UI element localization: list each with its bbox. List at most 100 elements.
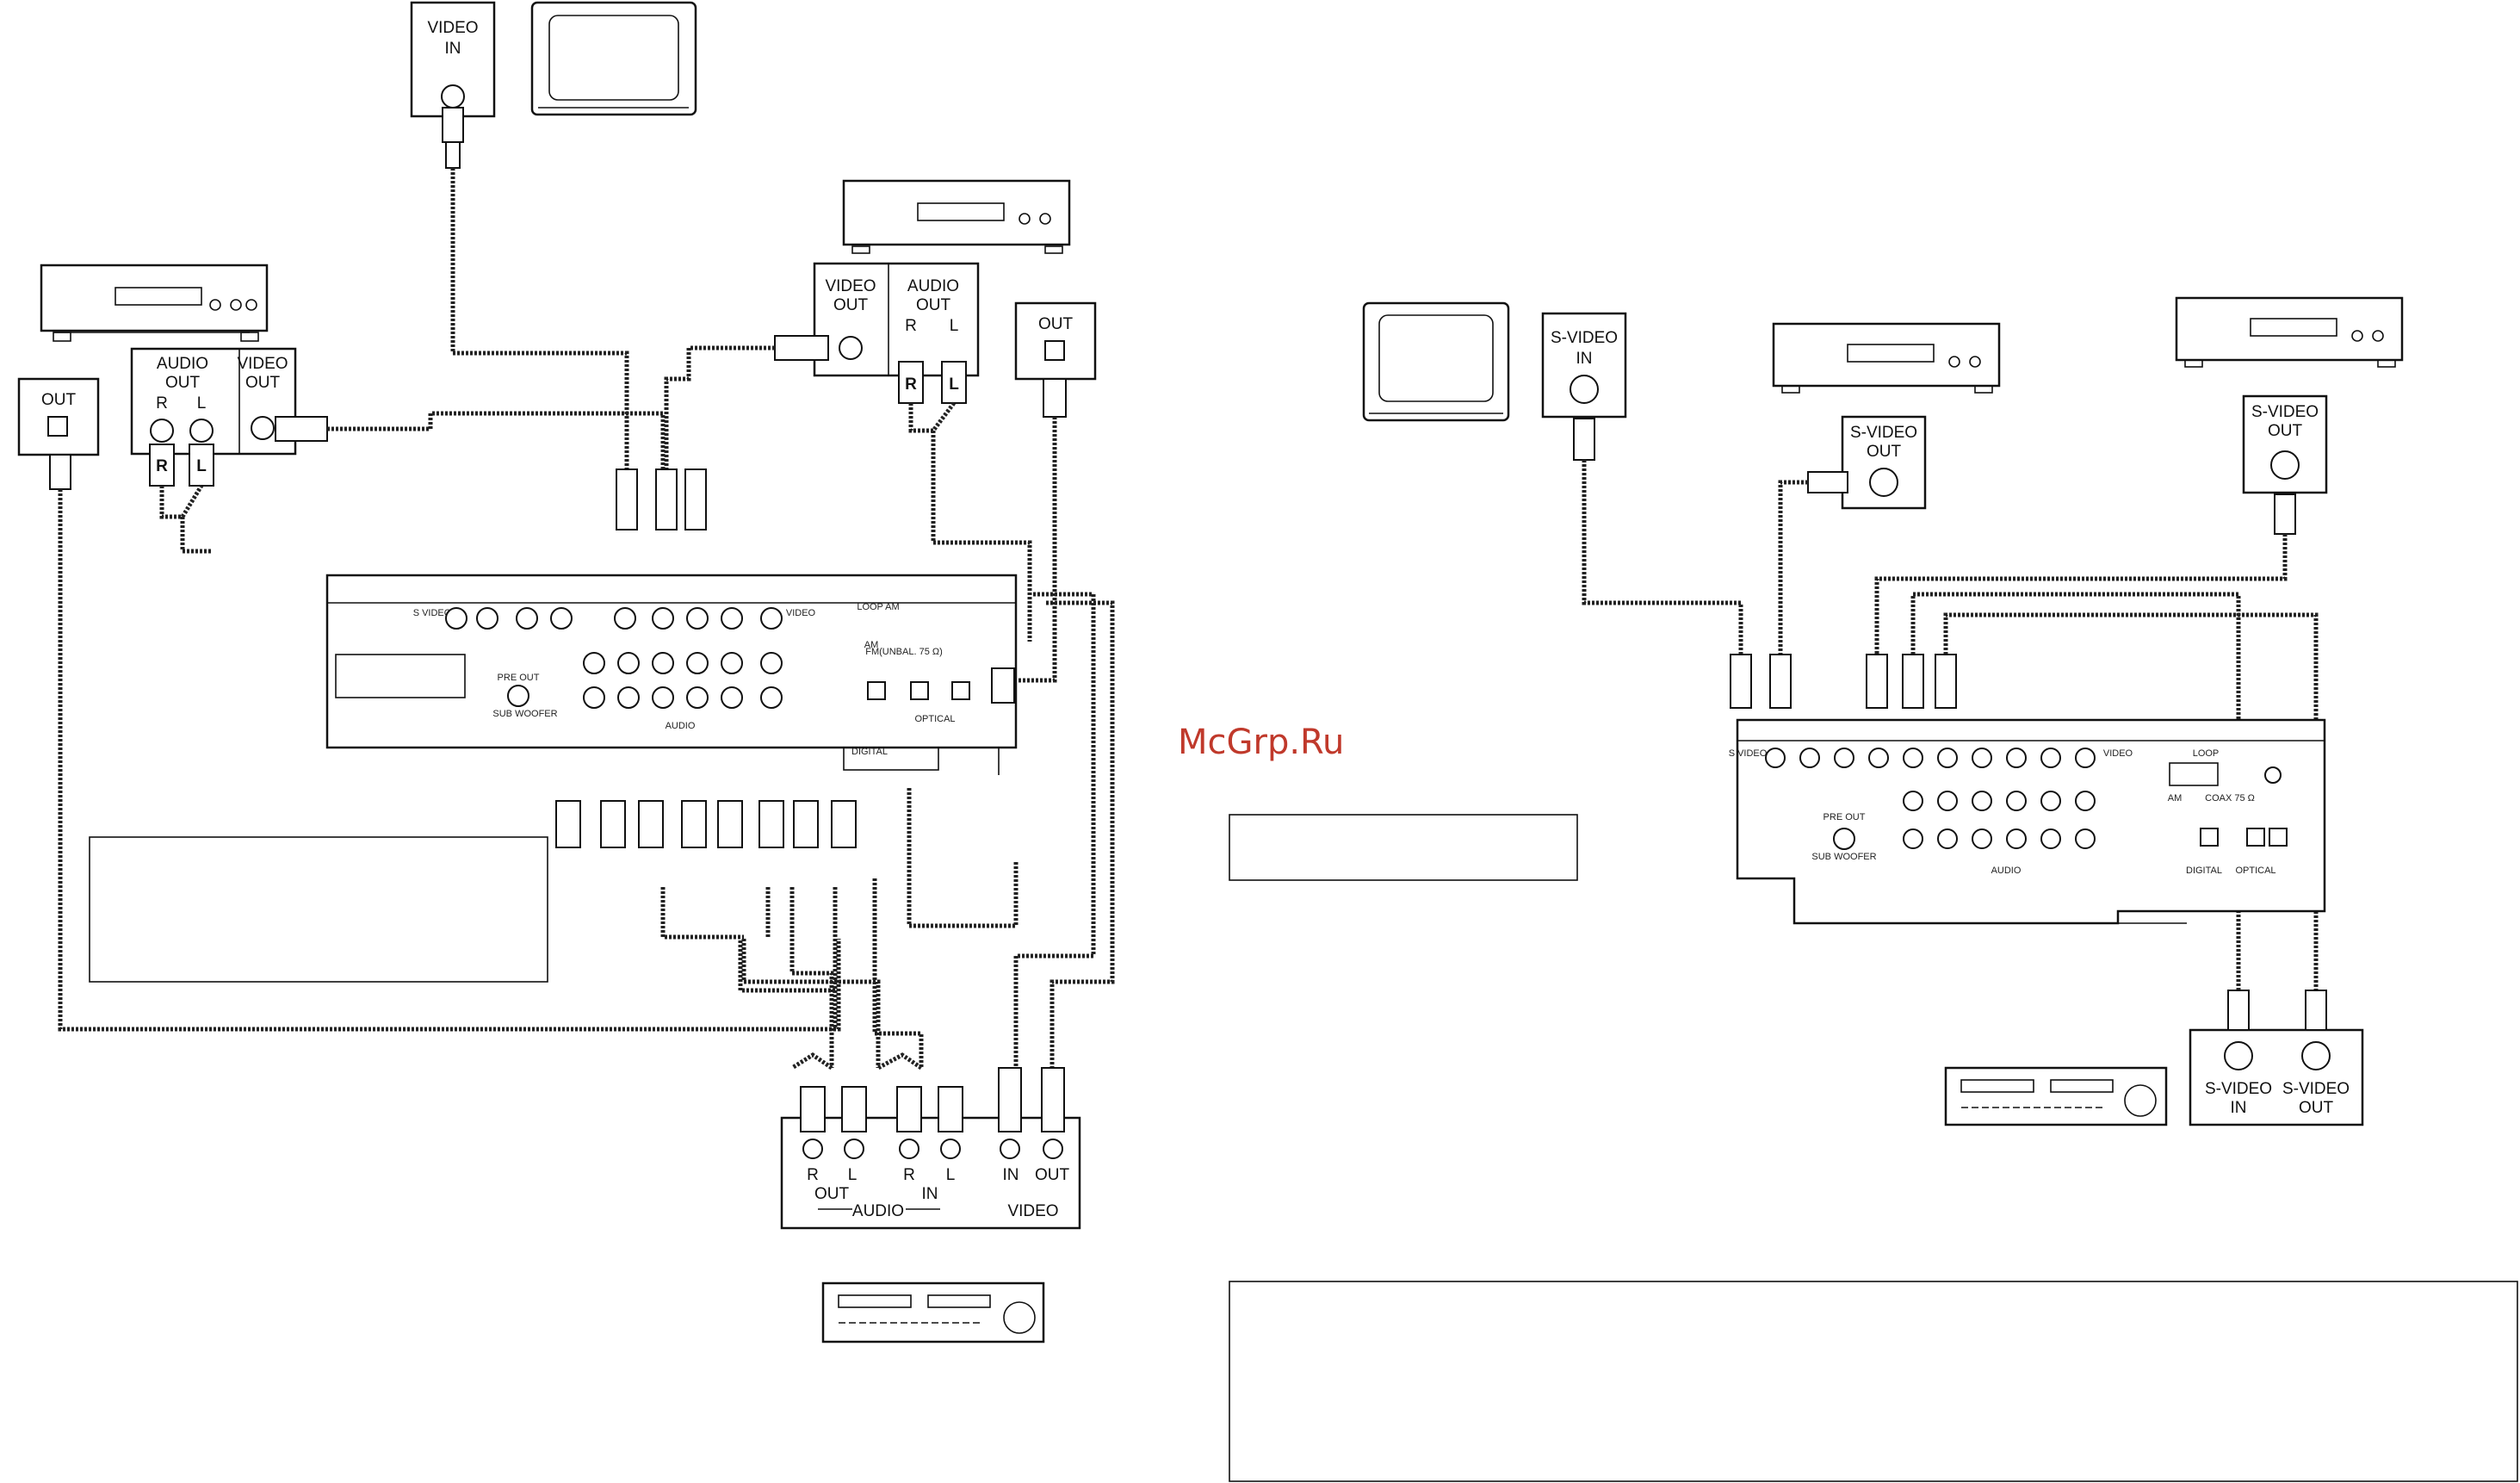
r-rca-jack-top <box>1799 748 1820 768</box>
recv-optical: OPTICAL <box>914 714 955 724</box>
rca-jack-video <box>721 607 743 630</box>
vcr-video-label: VIDEO <box>1007 1202 1058 1220</box>
vcr-video-jack <box>1000 1139 1020 1159</box>
rca-jack-video <box>476 607 498 630</box>
audio-plug <box>717 800 743 848</box>
ld-player-right <box>2175 296 2404 368</box>
vcr-r2: R <box>903 1166 915 1184</box>
vcr-audio-plug <box>841 1086 867 1132</box>
rca-jack-audio-lower <box>686 686 709 709</box>
rca-jack-video <box>516 607 538 630</box>
optical-out-left: OUT <box>17 377 100 490</box>
r-recv-coax: COAX 75 Ω <box>2205 793 2255 804</box>
r-rca-jack-mid <box>1937 791 1958 811</box>
recv-loop-am: LOOP AM <box>857 602 899 612</box>
ld-audio-label-2: OUT <box>916 296 951 314</box>
vcr-video-out: OUT <box>1035 1166 1070 1184</box>
r-ld-svideo-1: S-VIDEO <box>2251 403 2319 421</box>
r-rca-jack-top <box>1972 748 1992 768</box>
dvd-audio-label-2: OUT <box>165 374 201 392</box>
recv-s-video: S VIDEO <box>413 608 452 618</box>
recv-fm: FM(UNBAL. 75 Ω) <box>865 647 943 657</box>
tv-right <box>1362 301 1510 422</box>
rca-jack-video <box>614 607 636 630</box>
vcr-video-in: IN <box>1003 1166 1019 1184</box>
vcr-audio-jack <box>899 1139 919 1159</box>
r-rca-jack-low <box>2040 828 2061 849</box>
dvd-audio-label-1: AUDIO <box>157 355 208 373</box>
ld-output-panel: VIDEO OUT AUDIO OUT R L R L <box>774 262 980 404</box>
r-rca-jack-top <box>1937 748 1958 768</box>
vcr-out: OUT <box>814 1185 850 1203</box>
vcr-audio-jack <box>940 1139 961 1159</box>
dvd-svideo-out-panel: S-VIDEO OUT <box>1807 415 1927 510</box>
vcr-l1: L <box>848 1166 858 1184</box>
r-ld-svideo-2: OUT <box>2268 422 2303 440</box>
audio-plug <box>555 800 581 848</box>
recv-sub: SUB WOOFER <box>492 709 557 719</box>
audio-plug <box>638 800 664 848</box>
r-recv-preout: PRE OUT <box>1823 812 1866 822</box>
svideo-jack <box>1570 375 1599 404</box>
r-vcr-in-2: IN <box>2231 1099 2247 1117</box>
rca-jack-audio-lower <box>583 686 605 709</box>
rca-plug <box>442 107 464 143</box>
recv-audio: AUDIO <box>666 721 696 731</box>
r-rca-jack-mid <box>1903 791 1923 811</box>
tv-svideo-in-panel: S-VIDEO IN <box>1541 312 1627 461</box>
r-rca-jack-low <box>1937 828 1958 849</box>
recv-digital: DIGITAL <box>851 747 888 757</box>
rca-jack-audio-lower <box>652 686 674 709</box>
tv-video-label-1: VIDEO <box>427 19 478 37</box>
ld-r-label: R <box>905 317 917 335</box>
audio-plug <box>758 800 784 848</box>
r-rca-jack-top <box>1834 748 1854 768</box>
r-tv-svideo-2: IN <box>1576 350 1593 368</box>
r-rca-jack-low <box>1972 828 1992 849</box>
optical-left-label: OUT <box>41 391 77 409</box>
plug-l: L <box>196 457 207 475</box>
ld-video-label-2: OUT <box>833 296 869 314</box>
rca-jack-audio-upper <box>721 652 743 674</box>
dvd-output-panel: AUDIO OUT VIDEO OUT R L R L <box>130 347 328 487</box>
ld-video-label-1: VIDEO <box>825 277 876 295</box>
r-recv-optical: OPTICAL <box>2235 866 2275 876</box>
rca-jack-audio-upper <box>760 652 783 674</box>
rca-jack-video <box>652 607 674 630</box>
vcr-device-right <box>1944 1066 2168 1126</box>
ld-plug-r: R <box>905 375 917 394</box>
rca-jack-audio-upper <box>652 652 674 674</box>
audio-plugs-bottom <box>555 800 857 848</box>
r-recv-loop: LOOP <box>2193 748 2220 759</box>
vcr-r1: R <box>807 1166 819 1184</box>
vcr-audio-jack <box>802 1139 823 1159</box>
note-box-middle <box>1229 814 1578 881</box>
audio-plug <box>831 800 857 848</box>
rca-jack-audio-upper <box>686 652 709 674</box>
scart-connector <box>335 654 466 698</box>
r-dvd-svideo-2: OUT <box>1867 443 1902 461</box>
vcr-l2: L <box>946 1166 956 1184</box>
r-rca-jack-mid <box>2006 791 2027 811</box>
r-rca-jack-low <box>2075 828 2096 849</box>
receiver-left: S VIDEO VIDEO AUDIO PRE OUT SUB WOOFER F… <box>325 574 1018 775</box>
ld-audio-label-1: AUDIO <box>907 277 959 295</box>
r-vcr-out-2: OUT <box>2299 1099 2334 1117</box>
vcr-video-plug <box>998 1067 1022 1132</box>
vcr-video-jack <box>1043 1139 1063 1159</box>
video-plugs-top <box>616 468 707 531</box>
plug-r: R <box>156 457 168 475</box>
r-recv-sub: SUB WOOFER <box>1811 852 1876 862</box>
rca-jack-video <box>550 607 573 630</box>
svideo-plugs-right <box>1730 654 1957 709</box>
tv-video-in-panel: VIDEO IN <box>410 1 496 169</box>
r-rca-jack-mid <box>2075 791 2096 811</box>
recv-am: AM <box>864 640 879 650</box>
rca-jack-video <box>760 607 783 630</box>
r-rca-jack-low <box>1903 828 1923 849</box>
dvd-video-label-2: OUT <box>245 374 281 392</box>
r-recv-video: VIDEO <box>2103 748 2133 759</box>
note-box-left <box>89 836 548 983</box>
vcr-audio-jack <box>844 1139 864 1159</box>
